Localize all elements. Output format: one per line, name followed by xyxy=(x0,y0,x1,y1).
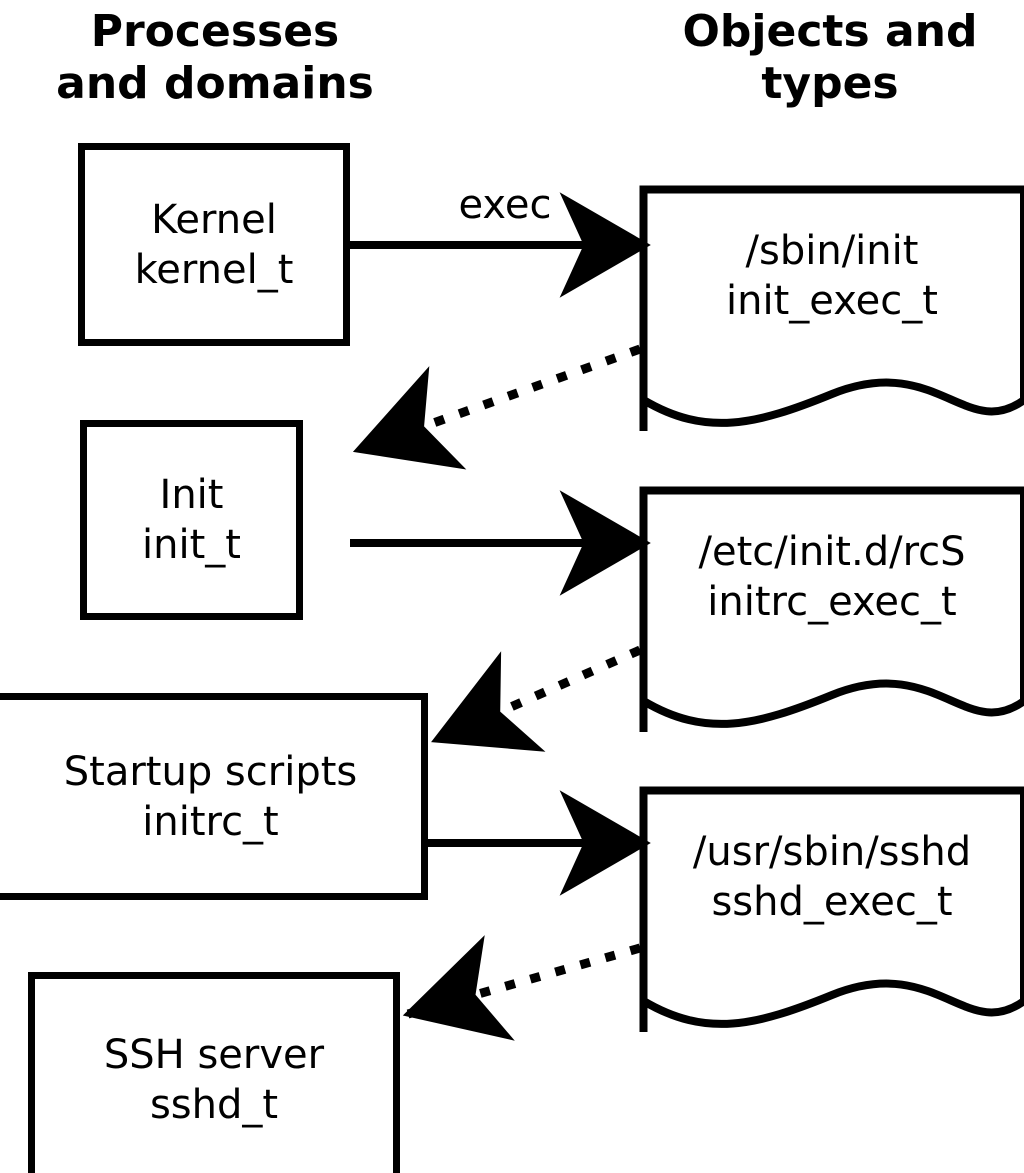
process-box-startup-scripts-label: Startup scripts initrc_t xyxy=(63,748,358,845)
process-box-startup-scripts[interactable]: Startup scripts initrc_t xyxy=(0,693,428,900)
process-box-init[interactable]: Init init_t xyxy=(80,420,303,620)
process-box-ssh-server[interactable]: SSH server sshd_t xyxy=(28,972,400,1173)
edge-label-exec: exec xyxy=(458,182,552,228)
process-box-kernel-label: Kernel kernel_t xyxy=(134,196,294,293)
document-shape-icon xyxy=(639,185,1024,431)
object-doc-usr-sbin-sshd[interactable]: /usr/sbin/sshd sshd_exec_t xyxy=(636,783,1024,1039)
column-header-processes: Processes and domains xyxy=(56,6,374,109)
edge-sshd-exec-to-sshd-t xyxy=(402,935,642,1041)
process-box-kernel[interactable]: Kernel kernel_t xyxy=(78,143,350,346)
object-doc-usr-sbin-sshd-label: /usr/sbin/sshd sshd_exec_t xyxy=(692,829,972,925)
edge-init-exec-to-init-t xyxy=(352,344,642,470)
edge-rcs-to-initrc-t xyxy=(431,645,642,752)
document-shape-icon xyxy=(639,786,1024,1032)
document-shape-icon xyxy=(639,486,1024,732)
process-box-init-label: Init init_t xyxy=(142,472,241,568)
object-doc-etc-initd-rcs-label: /etc/init.d/rcS initrc_exec_t xyxy=(698,529,966,625)
object-doc-sbin-init-label: /sbin/init init_exec_t xyxy=(726,228,938,324)
object-doc-etc-initd-rcs[interactable]: /etc/init.d/rcS initrc_exec_t xyxy=(636,483,1024,739)
process-box-ssh-server-label: SSH server sshd_t xyxy=(103,1031,325,1128)
column-header-objects: Objects and types xyxy=(682,6,978,109)
object-doc-sbin-init[interactable]: /sbin/init init_exec_t xyxy=(636,182,1024,438)
